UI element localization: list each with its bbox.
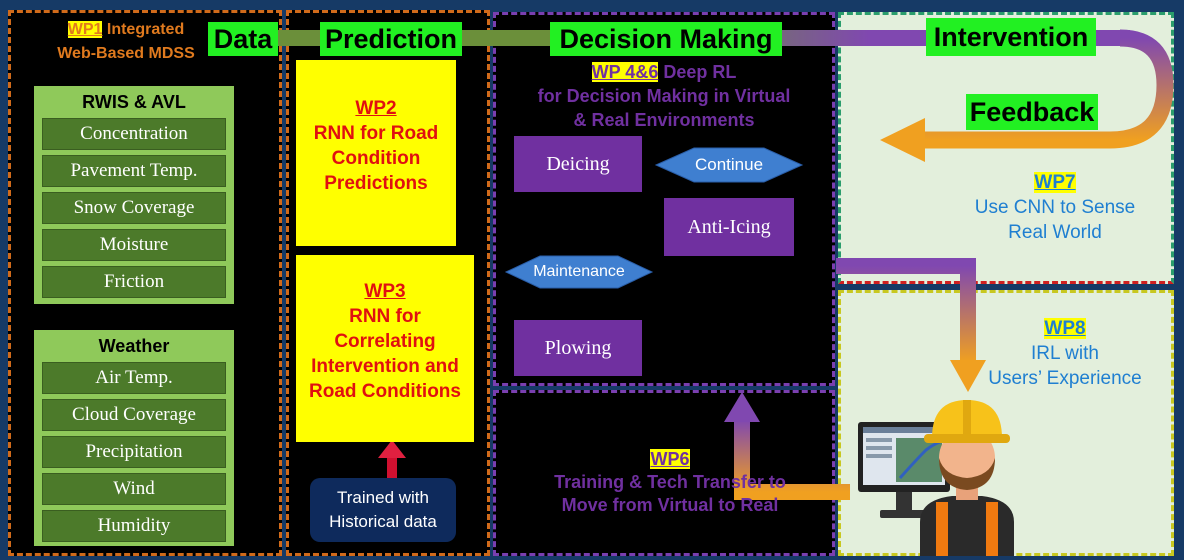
rwis-item: Concentration [42, 118, 226, 150]
weather-item: Precipitation [42, 436, 226, 468]
wp8-line1: IRL with [1031, 343, 1099, 364]
trained-arrow-shaft [387, 456, 397, 478]
down-arrowhead [950, 360, 986, 392]
wp7-tag: WP7 [1034, 172, 1076, 193]
wp8-line2: Users’ Experience [988, 368, 1142, 389]
prediction-header: Prediction [320, 22, 462, 56]
wp2-line2: Condition [331, 148, 421, 169]
wp46-line1: Deep RL [658, 62, 737, 82]
wp2-box: WP2 RNN for Road Condition Predictions [296, 60, 456, 246]
decision-header: Decision Making [550, 22, 782, 56]
wp1-line2: Web-Based MDSS [57, 45, 195, 62]
trained-arrowhead [378, 440, 406, 458]
anti-icing-box: Anti-Icing [664, 198, 794, 256]
wp6-line1: Training & Tech Transfer to [554, 472, 786, 492]
wp8-tag: WP8 [1044, 318, 1086, 339]
rwis-item: Pavement Temp. [42, 155, 226, 187]
wp46-title: WP 4&6 Deep RL for Decision Making in Vi… [505, 60, 823, 132]
wp6-tag: WP6 [650, 449, 690, 469]
wp3-line3: Intervention and [311, 356, 459, 377]
wp7-line1: Use CNN to Sense [974, 197, 1136, 218]
rwis-block: RWIS & AVL Concentration Pavement Temp. … [34, 86, 234, 304]
wp7-text: WP7 Use CNN to Sense Real World [940, 170, 1170, 245]
weather-item: Wind [42, 473, 226, 505]
wp2-line3: Predictions [324, 173, 428, 194]
trained-box: Trained with Historical data [310, 478, 456, 542]
wp46-line2: for Decision Making in Virtual [537, 86, 791, 106]
up-connector [734, 420, 850, 500]
maintenance-label: Maintenance [533, 263, 625, 280]
weather-title: Weather [34, 330, 234, 362]
wp3-line2: Correlating [334, 331, 436, 352]
wp1-line1: Integrated [102, 21, 185, 38]
data-header: Data [208, 22, 278, 56]
rwis-title: RWIS & AVL [34, 86, 234, 118]
trained-line1: Trained with [337, 488, 429, 507]
wp46-tag: WP 4&6 [591, 62, 659, 82]
construction-worker-icon [920, 400, 1014, 556]
weather-item: Cloud Coverage [42, 399, 226, 431]
feedback-arrowhead [880, 118, 925, 162]
continue-label: Continue [694, 155, 764, 174]
wp2-tag: WP2 [355, 98, 397, 119]
wp46-line3: & Real Environments [573, 110, 755, 130]
rwis-item: Snow Coverage [42, 192, 226, 224]
wp6-line2: Move from Virtual to Real [561, 495, 779, 515]
weather-block: Weather Air Temp. Cloud Coverage Precipi… [34, 330, 234, 546]
feedback-curve [920, 29, 1174, 149]
wp3-box: WP3 RNN for Correlating Intervention and… [296, 255, 474, 442]
down-connector [836, 258, 976, 362]
wp2-line1: RNN for Road [313, 123, 439, 144]
feedback-header: Feedback [966, 94, 1098, 130]
wp8-text: WP8 IRL with Users’ Experience [960, 316, 1170, 391]
wp1-tag: WP1 [67, 21, 103, 38]
wp3-line4: Road Conditions [309, 381, 461, 402]
wp6-text: WP6 Training & Tech Transfer to Move fro… [520, 448, 820, 517]
maintenance-diamond [504, 255, 654, 289]
wp7-line2: Real World [1008, 222, 1102, 243]
wp3-tag: WP3 [364, 281, 406, 302]
rwis-item: Moisture [42, 229, 226, 261]
weather-item: Air Temp. [42, 362, 226, 394]
wp1-title: WP1 Integrated Web-Based MDSS [36, 18, 216, 66]
rwis-item: Friction [42, 266, 226, 298]
up-arrowhead [724, 392, 760, 422]
trained-line2: Historical data [329, 512, 437, 531]
continue-diamond [654, 147, 804, 183]
transfer-panel [493, 390, 835, 556]
wp3-line1: RNN for [349, 306, 421, 327]
weather-item: Humidity [42, 510, 226, 542]
intervention-header: Intervention [926, 18, 1096, 56]
plowing-box: Plowing [514, 320, 642, 376]
deicing-box: Deicing [514, 136, 642, 192]
